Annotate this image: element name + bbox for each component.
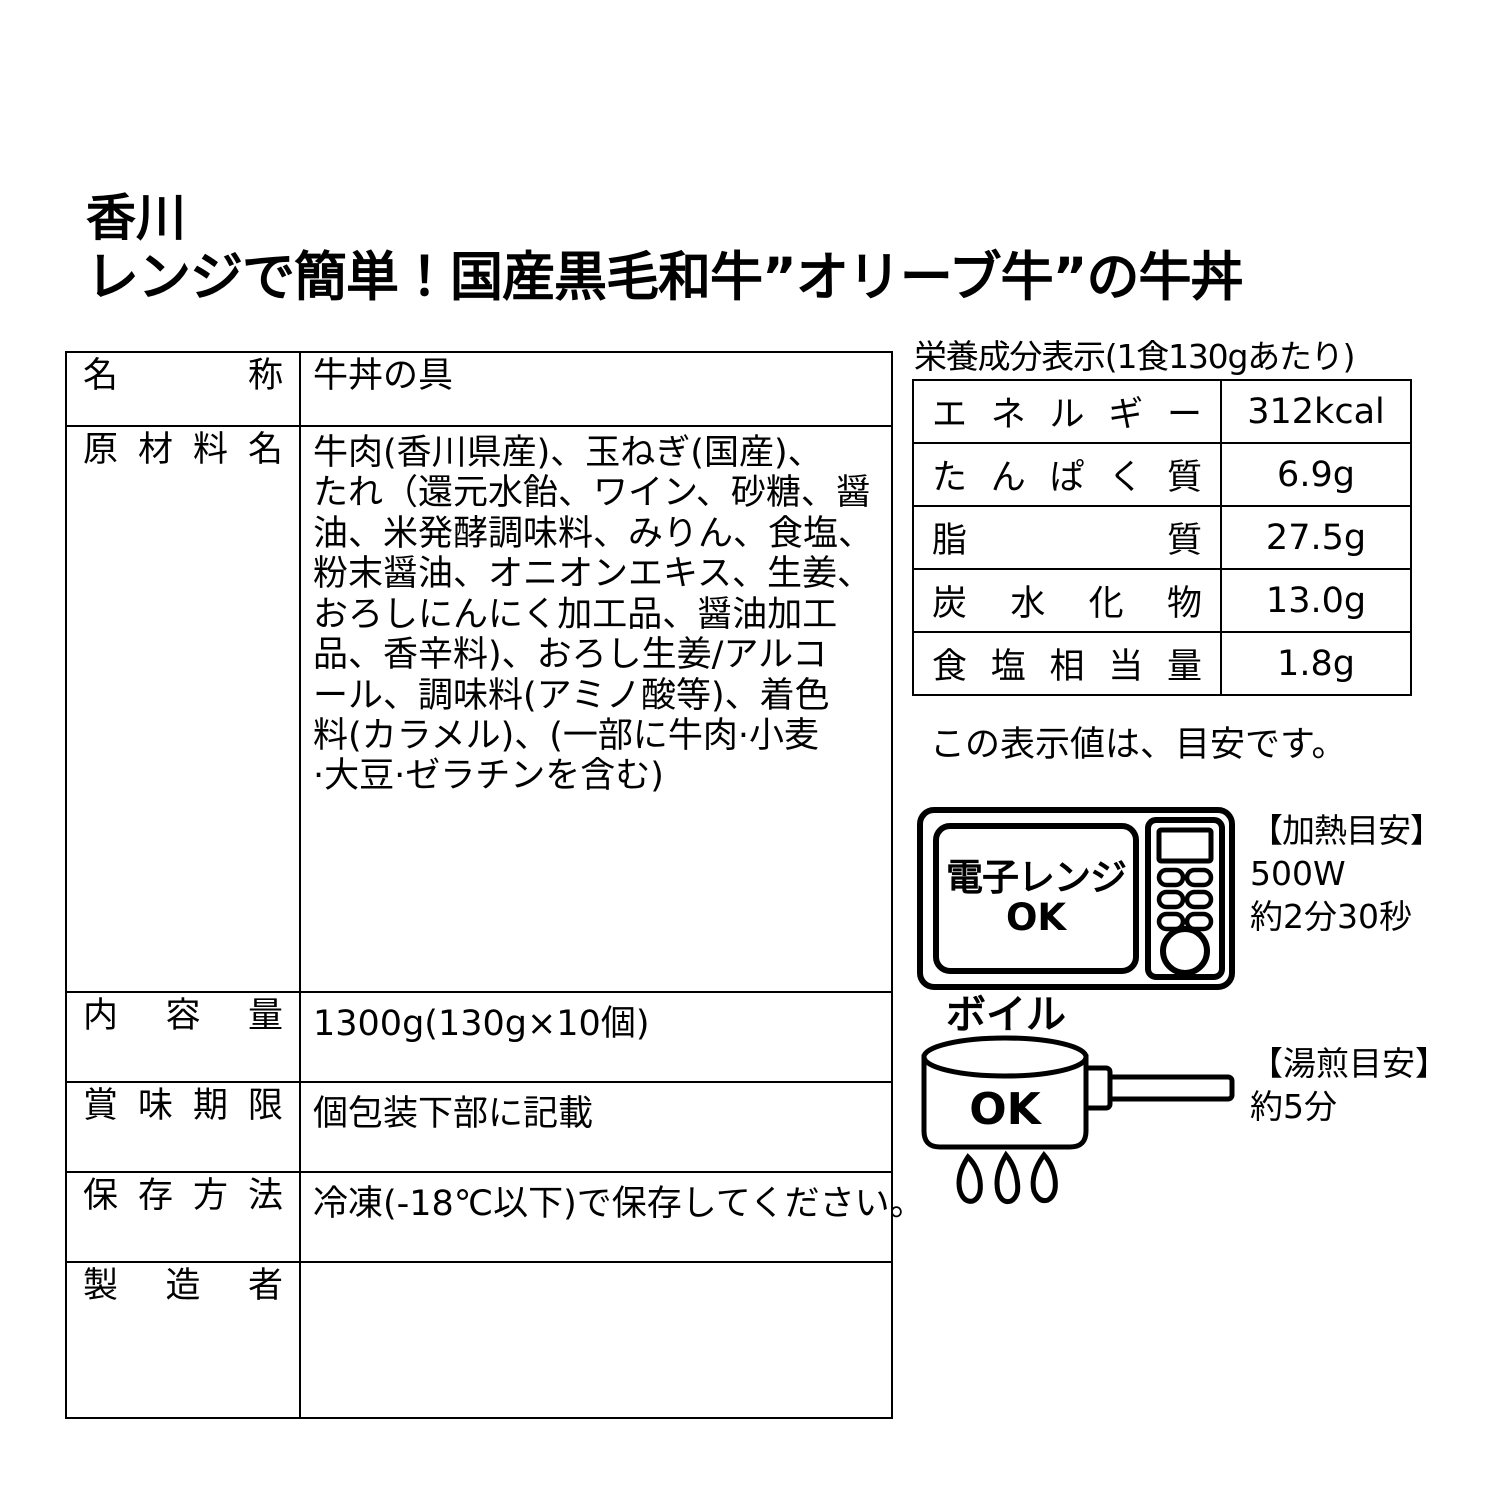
best-before-text: 個包装下部に記載 bbox=[313, 1094, 594, 1134]
row-label-best-before: 賞味期限 bbox=[65, 1081, 301, 1173]
amount-text: 1300g(130g×10個) bbox=[313, 1004, 650, 1044]
nutrition-value: 27.5g bbox=[1220, 505, 1412, 570]
table-row: 名称 牛丼の具 bbox=[65, 351, 893, 427]
boil-guide-title: 【湯煎目安】 bbox=[1250, 1044, 1448, 1083]
nutrition-label: たんぱく質 bbox=[912, 442, 1222, 507]
microwave-guide-power: 500W bbox=[1250, 853, 1346, 893]
storage-text: 冷凍(-18℃以下)で保存してください。 bbox=[313, 1184, 925, 1224]
table-row: 原材料名 牛肉(香川県産)、玉ねぎ(国産)、たれ（還元水飴、ワイン、砂糖、醤油、… bbox=[65, 425, 893, 993]
table-row: 製造者 bbox=[65, 1261, 893, 1419]
row-value-amount: 1300g(130g×10個) bbox=[299, 991, 893, 1083]
boil-ok-label: OK bbox=[969, 1084, 1041, 1135]
nutrition-value: 1.8g bbox=[1220, 631, 1412, 696]
title-block: 香川 レンジで簡単！国産黒毛和牛”オリーブ牛”の牛丼 bbox=[86, 190, 1416, 307]
row-label-amount: 内容量 bbox=[65, 991, 301, 1083]
row-value-name: 牛丼の具 bbox=[299, 351, 893, 427]
microwave-icon: 電子レンジ OK bbox=[916, 806, 1236, 995]
ingredient-line: 粉末醤油、オニオンエキス、生姜、 bbox=[313, 554, 872, 595]
nutrition-value: 6.9g bbox=[1220, 442, 1412, 507]
row-value-ingredients: 牛肉(香川県産)、玉ねぎ(国産)、たれ（還元水飴、ワイン、砂糖、醤油、米発酵調味… bbox=[299, 425, 893, 993]
row-label-name: 名称 bbox=[65, 351, 301, 427]
nutrition-heading: 栄養成分表示(1食130gあたり) bbox=[914, 337, 1355, 376]
ingredient-line: 牛肉(香川県産)、玉ねぎ(国産)、 bbox=[313, 433, 823, 473]
ingredient-line: 料(カラメル)、(一部に牛肉·小麦 bbox=[313, 715, 820, 756]
table-row: 保存方法 冷凍(-18℃以下)で保存してください。 bbox=[65, 1171, 925, 1263]
row-value-storage: 冷凍(-18℃以下)で保存してください。 bbox=[299, 1171, 925, 1263]
ingredient-line: ·大豆·ゼラチンを含む) bbox=[313, 756, 664, 797]
nutrition-label: 炭水化物 bbox=[912, 568, 1222, 633]
nutrition-label: エネルギー bbox=[912, 379, 1222, 444]
boil-guide: 【湯煎目安】 約5分 bbox=[1250, 1043, 1448, 1129]
ingredient-line: 油、米発酵調味料、みりん、食塩、 bbox=[313, 513, 874, 554]
nutrition-value: 312kcal bbox=[1220, 379, 1412, 444]
nutrition-label: 食塩相当量 bbox=[912, 631, 1222, 696]
ingredients-text: 牛肉(香川県産)、玉ねぎ(国産)、たれ（還元水飴、ワイン、砂糖、醤油、米発酵調味… bbox=[313, 433, 881, 797]
boil-guide-time: 約5分 bbox=[1250, 1086, 1337, 1126]
boil-label: ボイル bbox=[946, 992, 1066, 1038]
row-label-storage: 保存方法 bbox=[65, 1171, 301, 1263]
product-info-table: 名称 牛丼の具 原材料名 牛肉(香川県産)、玉ねぎ(国産)、たれ（還元水飴、ワイ… bbox=[65, 351, 925, 1419]
row-value-manufacturer bbox=[299, 1261, 893, 1419]
microwave-guide-title: 【加熱目安】 bbox=[1250, 811, 1443, 850]
table-row: 内容量 1300g(130g×10個) bbox=[65, 991, 893, 1083]
nutrition-value: 13.0g bbox=[1220, 568, 1412, 633]
row-label-ingredients: 原材料名 bbox=[65, 425, 301, 993]
prefecture-label: 香川 bbox=[86, 189, 186, 247]
nutrition-note: この表示値は、目安です。 bbox=[930, 725, 1347, 765]
ingredient-line: おろしにんにく加工品、醤油加工 bbox=[313, 594, 838, 635]
ingredient-line: 品、香辛料)、おろし生姜/アルコ bbox=[313, 635, 828, 676]
nutrition-label: 脂質 bbox=[912, 505, 1222, 570]
ingredient-line: たれ（還元水飴、ワイン、砂糖、醤 bbox=[313, 473, 871, 514]
row-label-manufacturer: 製造者 bbox=[65, 1261, 301, 1419]
microwave-guide: 【加熱目安】 500W 約2分30秒 bbox=[1250, 810, 1443, 939]
table-row: 賞味期限 個包装下部に記載 bbox=[65, 1081, 893, 1173]
ingredient-line: ール、調味料(アミノ酸等)、着色 bbox=[313, 675, 830, 716]
microwave-guide-time: 約2分30秒 bbox=[1250, 896, 1412, 936]
row-value-best-before: 個包装下部に記載 bbox=[299, 1081, 893, 1173]
pot-icon: OK bbox=[916, 1035, 1246, 1229]
page-title: レンジで簡単！国産黒毛和牛”オリーブ牛”の牛丼 bbox=[86, 247, 1244, 308]
microwave-ok-label: OK bbox=[1005, 895, 1067, 939]
microwave-icon-label: 電子レンジ bbox=[946, 855, 1127, 899]
